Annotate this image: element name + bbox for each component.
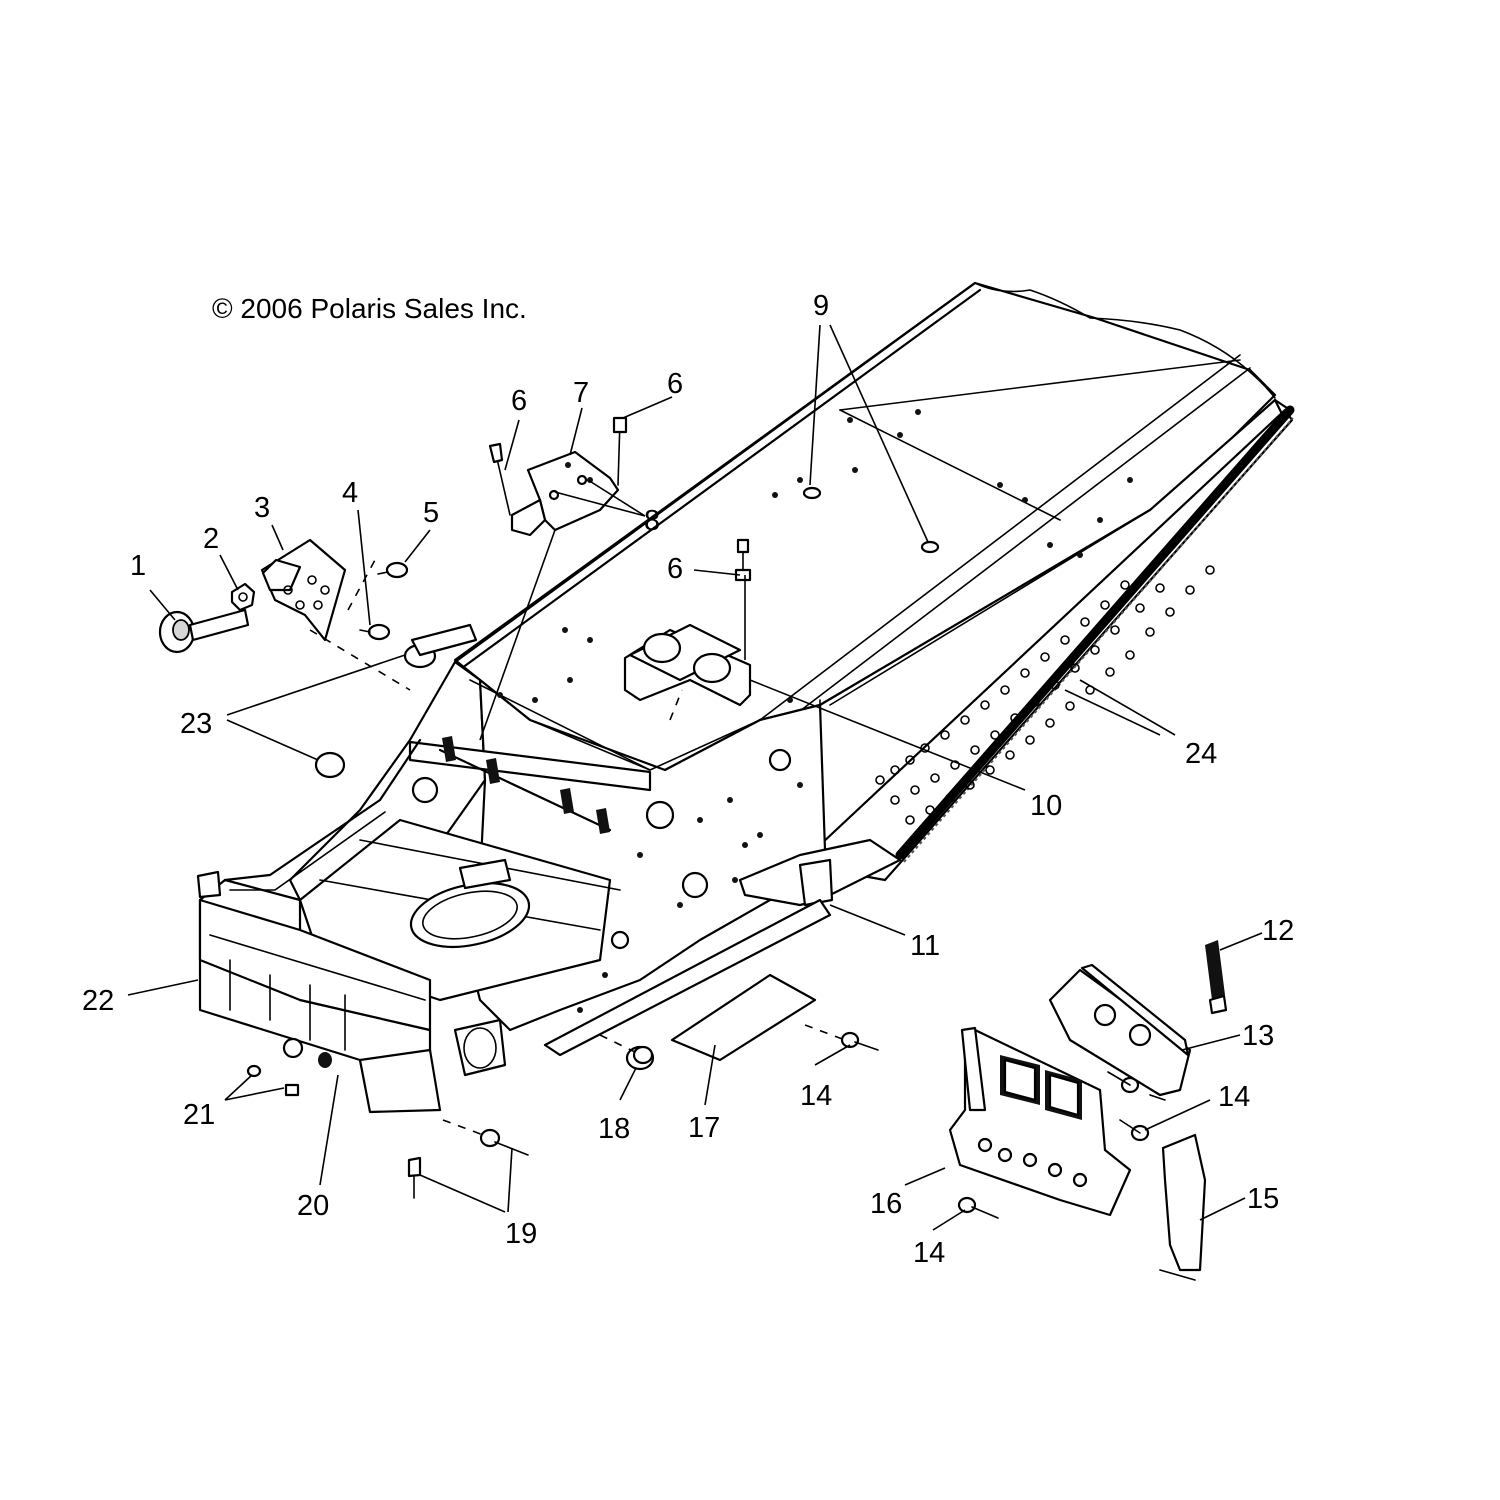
- callout-18: 18: [598, 1113, 630, 1145]
- callout-23: 23: [180, 708, 212, 740]
- callout-10: 10: [1030, 790, 1062, 822]
- callout-14-b: 14: [1218, 1081, 1250, 1113]
- bolt-6-middle: [734, 538, 752, 582]
- part-14-fastener-b: [1119, 1119, 1150, 1142]
- callout-6-right: 6: [667, 368, 683, 400]
- deck-fastener-holes: [497, 409, 1133, 1013]
- callout-6-middle: 6: [667, 553, 683, 585]
- callout-24: 24: [1185, 738, 1217, 770]
- part-12-grommet: [1205, 940, 1228, 1015]
- callout-22: 22: [82, 985, 114, 1017]
- callout-20: 20: [297, 1190, 329, 1222]
- callout-11: 11: [910, 930, 940, 962]
- part-10-bracket: [623, 623, 752, 707]
- part-21-spacers: [246, 1064, 300, 1097]
- lower-side-rail: [543, 898, 832, 1057]
- perforated-side-panel: [875, 565, 1215, 825]
- left-rail: [223, 738, 422, 882]
- part-14-fastener-d: [957, 1196, 999, 1219]
- part-17-plate: [670, 973, 817, 1062]
- callout-13: 13: [1242, 1020, 1274, 1052]
- part-5-screw: [377, 561, 409, 579]
- copyright-text: © 2006 Polaris Sales Inc.: [212, 293, 527, 324]
- callout-19: 19: [505, 1218, 537, 1250]
- callout-7: 7: [573, 377, 589, 409]
- part-18-plug: [625, 1045, 655, 1071]
- bolt-6-right: [612, 416, 628, 486]
- callout-8: 8: [644, 505, 660, 537]
- part-20-stud: [318, 1052, 332, 1068]
- callout-15: 15: [1247, 1183, 1279, 1215]
- bolt-6-left: [488, 442, 511, 516]
- part-2-nut: [230, 582, 256, 612]
- callout-21: 21: [183, 1099, 215, 1131]
- part-3-plate: [260, 538, 347, 642]
- callout-9: 9: [813, 290, 829, 322]
- leader-lines: [127, 324, 1263, 1231]
- callout-14-c: 14: [913, 1237, 945, 1269]
- callout-14-a: 14: [800, 1080, 832, 1112]
- callout-4: 4: [342, 477, 358, 509]
- part-19-fastener: [407, 1128, 529, 1199]
- callout-6-left: 6: [511, 385, 527, 417]
- part-8-rivets: [438, 736, 612, 834]
- part-11-rear-bracket: [738, 838, 902, 919]
- part-14-fastener-c: [1107, 1071, 1140, 1094]
- callout-12: 12: [1262, 915, 1294, 947]
- part-13-bracket: [1048, 963, 1192, 1101]
- part-1-bolt-washer: [158, 608, 250, 654]
- part-23-plug-lower: [314, 751, 346, 779]
- callout-5: 5: [423, 497, 439, 529]
- callout-17: 17: [688, 1112, 720, 1144]
- bulkhead-pin: [410, 623, 478, 657]
- part-16-bracket: [948, 1026, 1132, 1217]
- part-14-fastener-a: [840, 1031, 879, 1051]
- callout-3: 3: [254, 492, 270, 524]
- part-4-screw: [359, 623, 391, 641]
- part-15-bracket: [1159, 1133, 1207, 1281]
- callout-16: 16: [870, 1188, 902, 1220]
- callout-2: 2: [203, 523, 219, 555]
- callout-labels: 1 2 3 4 5 6 6 6 7 8 9 10 11 12 13 14 14 …: [82, 290, 1294, 1269]
- callout-1: 1: [130, 550, 146, 582]
- front-cross-member: [196, 870, 442, 1114]
- front-bulkhead: [288, 660, 827, 1077]
- part-7-bracket: [510, 450, 620, 537]
